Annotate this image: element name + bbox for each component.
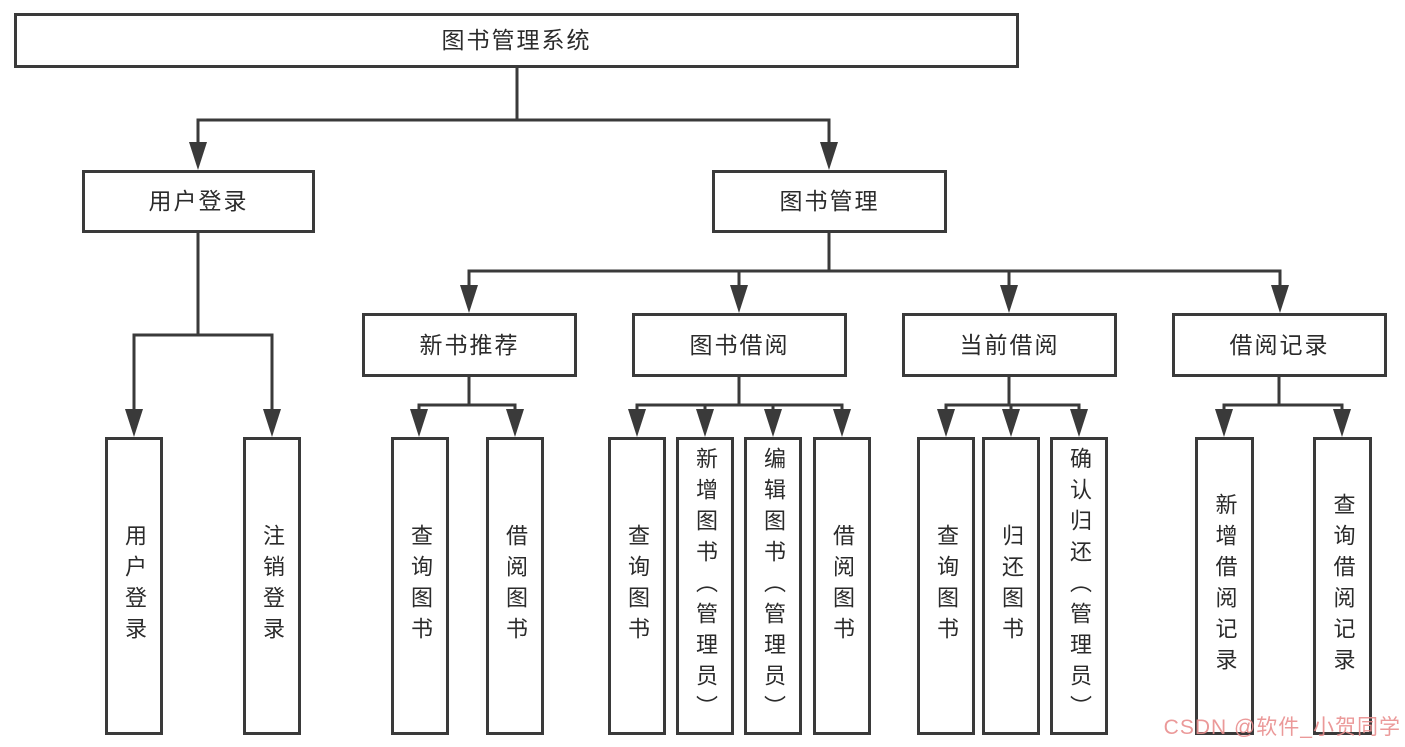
leaf-records-query-record-label: 查询借阅记录: [1330, 493, 1356, 679]
leaf-logout-label: 注销登录: [260, 524, 285, 648]
node-user-login: 用户登录: [82, 170, 315, 233]
node-book-management-label: 图书管理: [779, 188, 880, 214]
node-new-book-recommend-label: 新书推荐: [419, 331, 520, 358]
leaf-borrow-borrow-book: 借阅图书: [813, 437, 871, 735]
leaf-newbook-borrow-book-label: 借阅图书: [503, 524, 528, 648]
leaf-current-confirm-return-admin: 确认归还（管理员）: [1050, 437, 1108, 735]
leaf-newbook-query-book: 查询图书: [391, 437, 449, 735]
leaf-borrow-add-book-admin-label: 新增图书（管理员）: [693, 446, 718, 726]
node-borrow-records-label: 借阅记录: [1229, 331, 1330, 358]
leaf-current-query-book-label: 查询图书: [934, 524, 959, 648]
csdn-watermark: CSDN @软件_小贺同学: [1163, 716, 1401, 739]
leaf-current-query-book: 查询图书: [917, 437, 975, 735]
node-current-borrow: 当前借阅: [902, 313, 1117, 377]
leaf-logout: 注销登录: [243, 437, 301, 735]
leaf-records-query-record: 查询借阅记录: [1313, 437, 1372, 735]
node-root: 图书管理系统: [14, 13, 1019, 68]
leaf-user-login-label: 用户登录: [122, 524, 147, 648]
leaf-records-add-record-label: 新增借阅记录: [1212, 493, 1238, 679]
leaf-borrow-borrow-book-label: 借阅图书: [830, 524, 855, 648]
node-book-borrow-label: 图书借阅: [689, 331, 790, 358]
leaf-records-add-record: 新增借阅记录: [1195, 437, 1254, 735]
node-borrow-records: 借阅记录: [1172, 313, 1387, 377]
leaf-borrow-edit-book-admin-label: 编辑图书（管理员）: [761, 446, 786, 726]
leaf-current-confirm-return-admin-label: 确认归还（管理员）: [1067, 446, 1092, 726]
leaf-current-return-book: 归还图书: [982, 437, 1040, 735]
node-current-borrow-label: 当前借阅: [959, 331, 1060, 358]
leaf-borrow-query-book-label: 查询图书: [625, 524, 650, 648]
leaf-user-login: 用户登录: [105, 437, 163, 735]
node-book-management: 图书管理: [712, 170, 947, 233]
node-book-borrow: 图书借阅: [632, 313, 847, 377]
node-user-login-label: 用户登录: [148, 188, 249, 214]
leaf-borrow-query-book: 查询图书: [608, 437, 666, 735]
leaf-borrow-edit-book-admin: 编辑图书（管理员）: [744, 437, 802, 735]
node-root-label: 图书管理系统: [441, 27, 592, 53]
leaf-borrow-add-book-admin: 新增图书（管理员）: [676, 437, 734, 735]
leaf-current-return-book-label: 归还图书: [999, 524, 1024, 648]
node-new-book-recommend: 新书推荐: [362, 313, 577, 377]
leaf-newbook-query-book-label: 查询图书: [408, 524, 433, 648]
leaf-newbook-borrow-book: 借阅图书: [486, 437, 544, 735]
